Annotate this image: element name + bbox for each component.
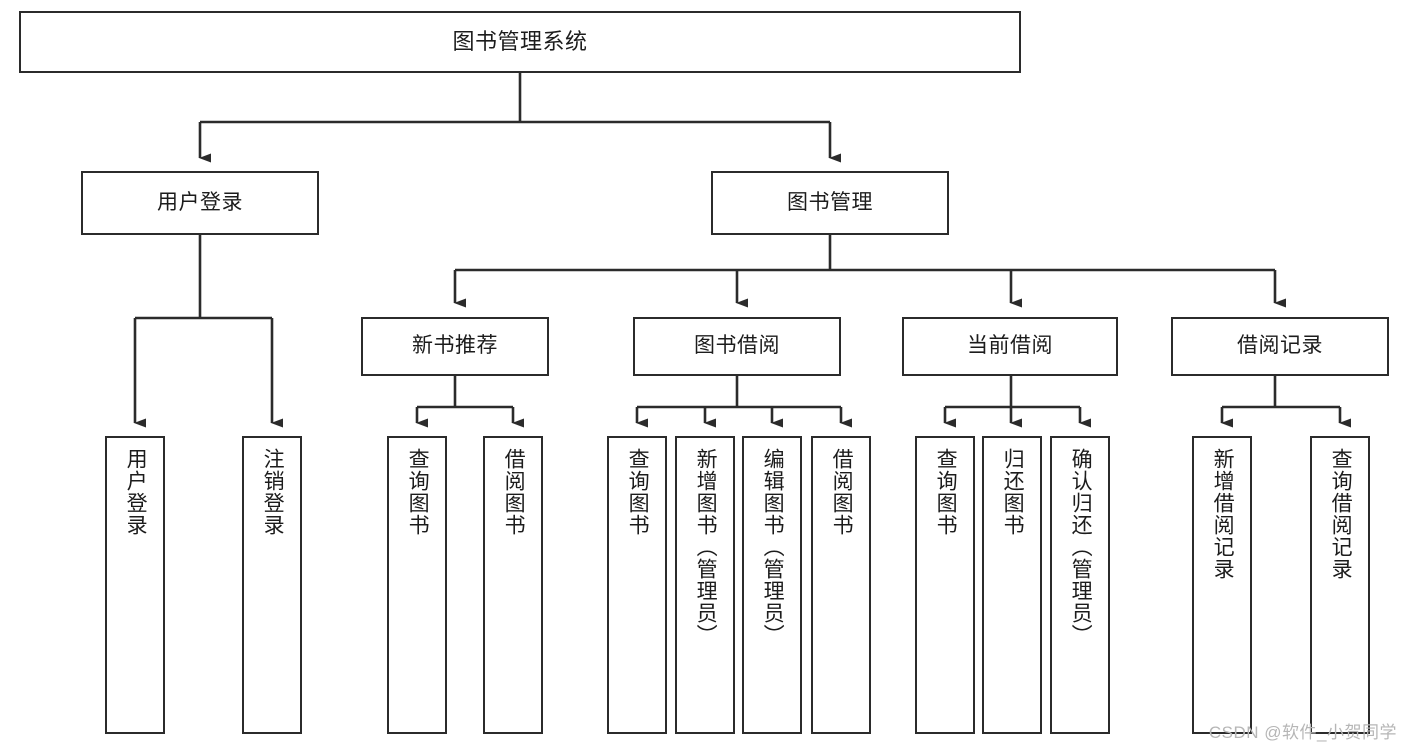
node-label: 用户登录 — [157, 190, 243, 214]
leaf-borrow-edit-book-admin[interactable]: 编辑图书（管理员） — [742, 436, 802, 734]
node-new-book-recommend[interactable]: 新书推荐 — [361, 317, 549, 376]
node-label: 借阅图书 — [502, 448, 526, 536]
leaf-recommend-borrow-book[interactable]: 借阅图书 — [483, 436, 543, 734]
watermark-text: CSDN @软件_小贺同学 — [1208, 723, 1397, 742]
node-current-borrow[interactable]: 当前借阅 — [902, 317, 1118, 376]
node-label: 用户登录 — [124, 448, 148, 536]
node-borrow-record[interactable]: 借阅记录 — [1171, 317, 1389, 376]
node-label: 图书管理 — [787, 190, 873, 214]
node-label: 确认归还（管理员） — [1069, 448, 1093, 646]
leaf-borrow-borrow-book[interactable]: 借阅图书 — [811, 436, 871, 734]
node-label: 查询图书 — [406, 448, 430, 536]
node-book-borrow[interactable]: 图书借阅 — [633, 317, 841, 376]
node-label: 注销登录 — [261, 448, 285, 536]
node-label: 图书借阅 — [694, 334, 780, 358]
node-label: 图书管理系统 — [452, 29, 588, 55]
node-label: 当前借阅 — [967, 334, 1053, 358]
leaf-record-add-record[interactable]: 新增借阅记录 — [1192, 436, 1252, 734]
node-label: 新增借阅记录 — [1211, 448, 1235, 580]
node-label: 查询借阅记录 — [1329, 448, 1353, 580]
node-label: 新增图书（管理员） — [694, 448, 718, 646]
node-label: 查询图书 — [626, 448, 650, 536]
leaf-user-login-logout[interactable]: 注销登录 — [242, 436, 302, 734]
leaf-current-confirm-return-admin[interactable]: 确认归还（管理员） — [1050, 436, 1110, 734]
node-label: 借阅图书 — [830, 448, 854, 536]
node-user-login[interactable]: 用户登录 — [81, 171, 319, 235]
node-book-management[interactable]: 图书管理 — [711, 171, 949, 235]
node-label: 新书推荐 — [412, 334, 498, 358]
node-label: 借阅记录 — [1237, 334, 1323, 358]
leaf-current-query-book[interactable]: 查询图书 — [915, 436, 975, 734]
leaf-recommend-query-book[interactable]: 查询图书 — [387, 436, 447, 734]
leaf-current-return-book[interactable]: 归还图书 — [982, 436, 1042, 734]
node-label: 归还图书 — [1001, 448, 1025, 536]
leaf-borrow-add-book-admin[interactable]: 新增图书（管理员） — [675, 436, 735, 734]
leaf-user-login-login[interactable]: 用户登录 — [105, 436, 165, 734]
node-label: 编辑图书（管理员） — [761, 448, 785, 646]
node-root-system[interactable]: 图书管理系统 — [19, 11, 1021, 73]
node-label: 查询图书 — [934, 448, 958, 536]
leaf-borrow-query-book[interactable]: 查询图书 — [607, 436, 667, 734]
leaf-record-query-record[interactable]: 查询借阅记录 — [1310, 436, 1370, 734]
